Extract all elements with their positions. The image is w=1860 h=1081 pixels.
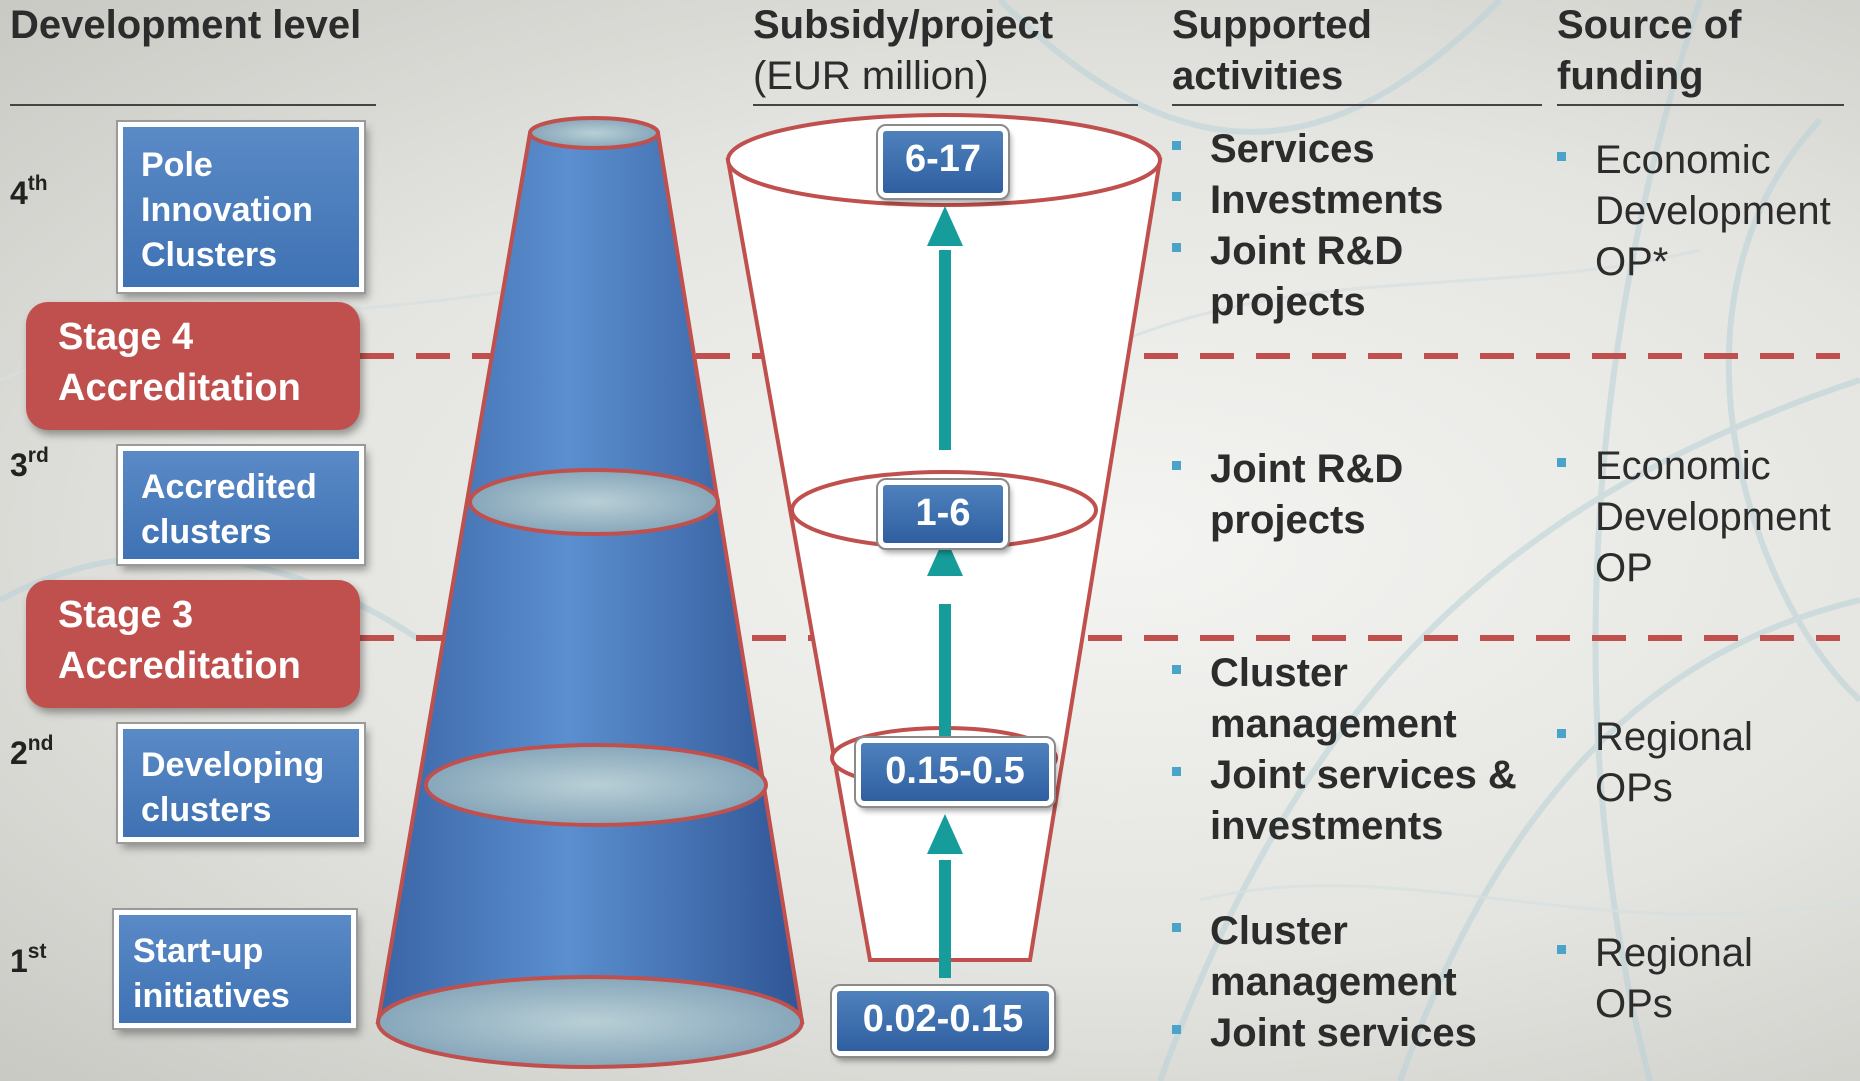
header-rule [1557,104,1844,106]
activities-level-4: Services Investments Joint R&D projects [1172,124,1502,328]
header-supported-activities: Supported activities [1172,3,1372,98]
subsidy-value-level-2: 0.15-0.5 [854,736,1056,808]
level-number-2: 2nd [10,732,54,771]
list-item: Economic Development OP [1557,441,1847,594]
list-item: Regional OPs [1557,712,1757,814]
stage-4-accreditation: Stage 4 Accreditation [26,302,360,430]
funding-level-3: Economic Development OP [1557,441,1847,594]
funding-level-4: Economic Development OP* [1557,135,1847,288]
list-item: Economic Development OP* [1557,135,1847,288]
list-item: Services [1172,124,1502,175]
list-item: Investments [1172,175,1502,226]
list-item: Joint R&D projects [1172,226,1502,328]
activities-level-2: Cluster management Joint services & inve… [1172,648,1542,852]
level-number-3: 3rd [10,444,49,483]
list-item: Cluster management [1172,648,1542,750]
level-number-1: 1st [10,940,47,979]
subsidy-value-level-3: 1-6 [876,478,1010,550]
header-subsidy: Subsidy/project (EUR million) [753,0,1153,102]
list-item: Regional OPs [1557,928,1757,1030]
list-item: Joint services [1172,1008,1542,1059]
header-rule [753,104,1138,106]
list-item: Cluster management [1172,906,1542,1008]
activities-level-3: Joint R&D projects [1172,444,1472,546]
subsidy-value-level-1: 0.02-0.15 [830,984,1056,1058]
subsidy-value-level-4: 6-17 [876,124,1010,200]
list-item: Joint R&D projects [1172,444,1472,546]
list-item: Joint services & investments [1172,750,1542,852]
funding-level-2: Regional OPs [1557,712,1757,814]
level-box-developing-clusters: Developing clusters [116,722,366,844]
header-subsidy-unit: (EUR million) [753,54,989,98]
level-box-pole-innovation-clusters: Pole Innovation Clusters [116,120,366,294]
header-rule [1172,104,1542,106]
funding-level-1: Regional OPs [1557,928,1757,1030]
header-development-level: Development level [10,3,362,47]
header-rule [10,104,376,106]
activities-level-1: Cluster management Joint services [1172,906,1542,1059]
level-box-start-up-initiatives: Start-up initiatives [112,908,358,1030]
level-box-accredited-clusters: Accredited clusters [116,444,366,566]
header-subsidy-title: Subsidy/project [753,3,1054,47]
stage-3-accreditation: Stage 3 Accreditation [26,580,360,708]
header-source-of-funding: Source of funding [1557,3,1742,98]
level-number-4: 4th [10,172,48,211]
